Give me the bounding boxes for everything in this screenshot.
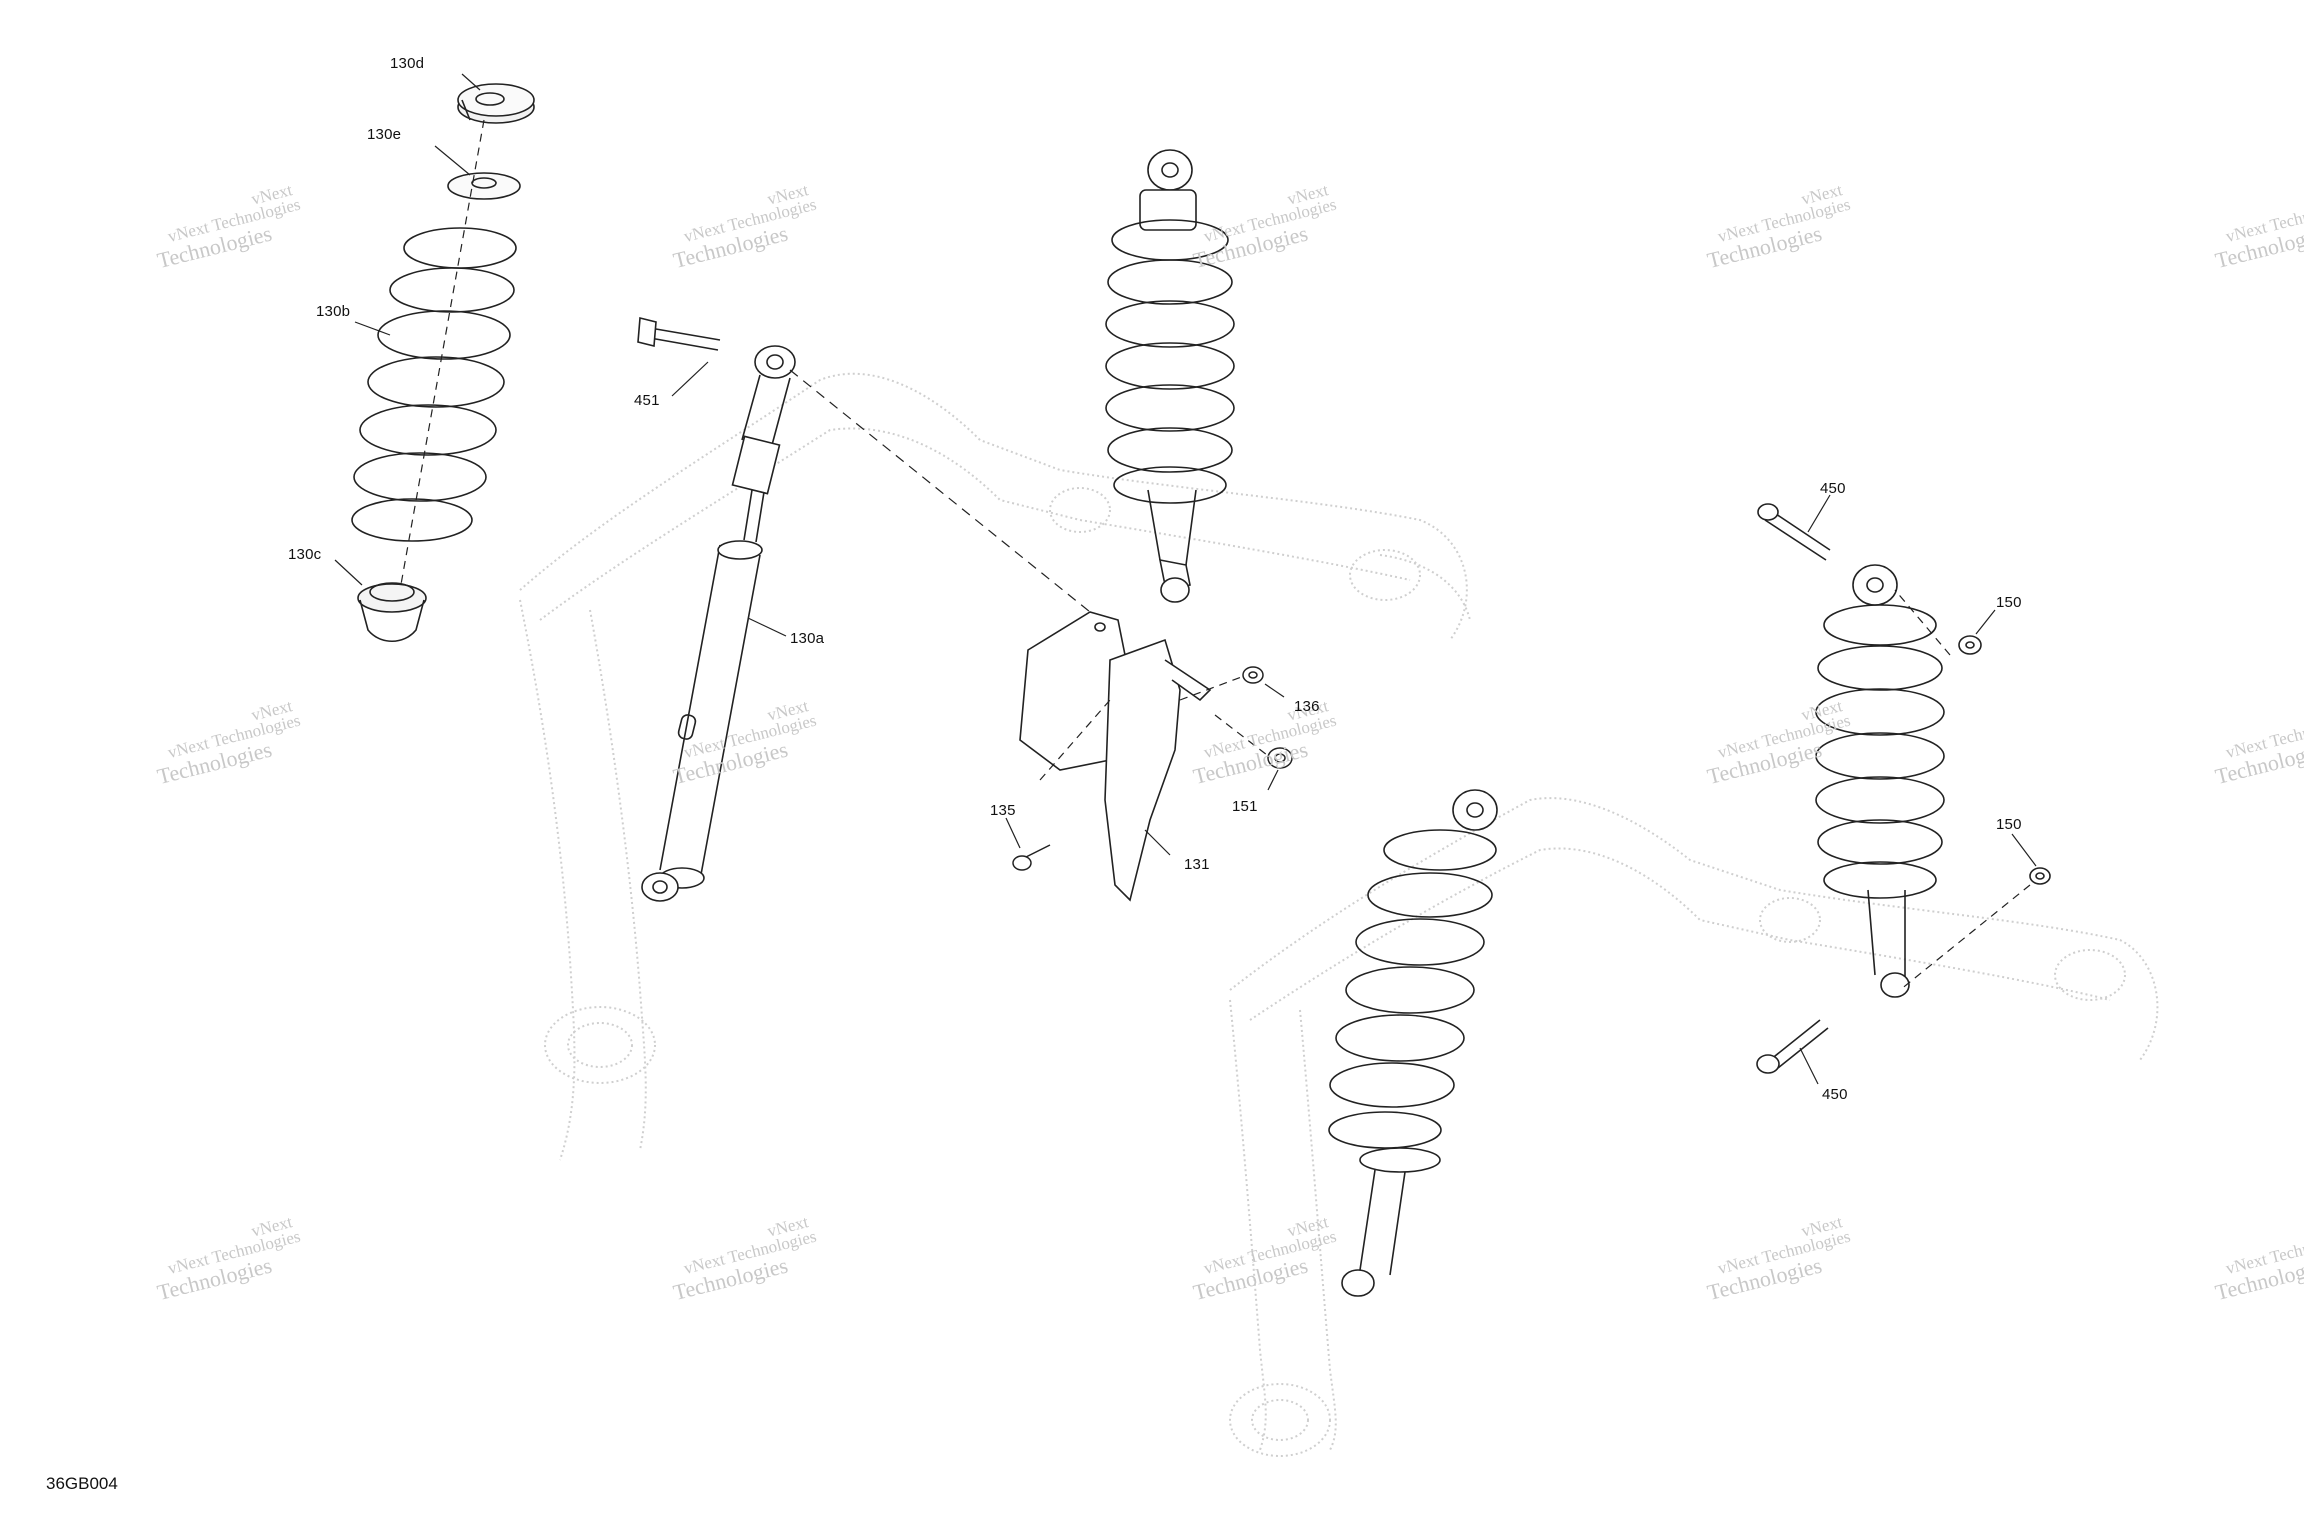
callout-135: 135 xyxy=(990,802,1016,819)
nut-151 xyxy=(1267,747,1293,769)
damper-130a xyxy=(641,345,796,902)
callout-136: 136 xyxy=(1294,698,1320,715)
ghost-suspension-left xyxy=(519,372,1471,1161)
callout-131: 131 xyxy=(1184,856,1210,873)
callout-451: 451 xyxy=(634,392,660,409)
ghost-suspension-right xyxy=(1229,797,2159,1457)
callout-130a: 130a xyxy=(790,630,825,647)
callout-450-bottom: 450 xyxy=(1822,1086,1848,1103)
callout-130e: 130e xyxy=(367,126,402,143)
spring-130b xyxy=(351,227,517,542)
shock-assembly-right xyxy=(1756,503,2051,1074)
fastener-135 xyxy=(1012,844,1051,871)
shock-assembly-lower xyxy=(1328,789,1498,1297)
callout-130c: 130c xyxy=(288,546,322,563)
callout-130d: 130d xyxy=(390,55,425,72)
diagram-code: 36GB004 xyxy=(46,1474,118,1493)
bolt-450-bottom xyxy=(1756,1019,1829,1074)
nut-150-bottom xyxy=(2029,867,2051,885)
callout-150-top: 150 xyxy=(1996,594,2022,611)
bolt-450-top xyxy=(1757,503,1831,561)
shock-130-exploded xyxy=(351,83,1101,902)
callout-150-bottom: 150 xyxy=(1996,816,2022,833)
callout-130b: 130b xyxy=(316,303,351,320)
nut-136 xyxy=(1242,666,1264,684)
nut-150-top xyxy=(1958,635,1982,655)
leader-lines xyxy=(334,73,2037,1085)
bracket-131 xyxy=(1019,611,1281,902)
shock-assembly-center xyxy=(1105,149,1235,603)
callout-151: 151 xyxy=(1232,798,1258,815)
bolt-451 xyxy=(637,316,721,351)
callout-450-top: 450 xyxy=(1820,480,1846,497)
